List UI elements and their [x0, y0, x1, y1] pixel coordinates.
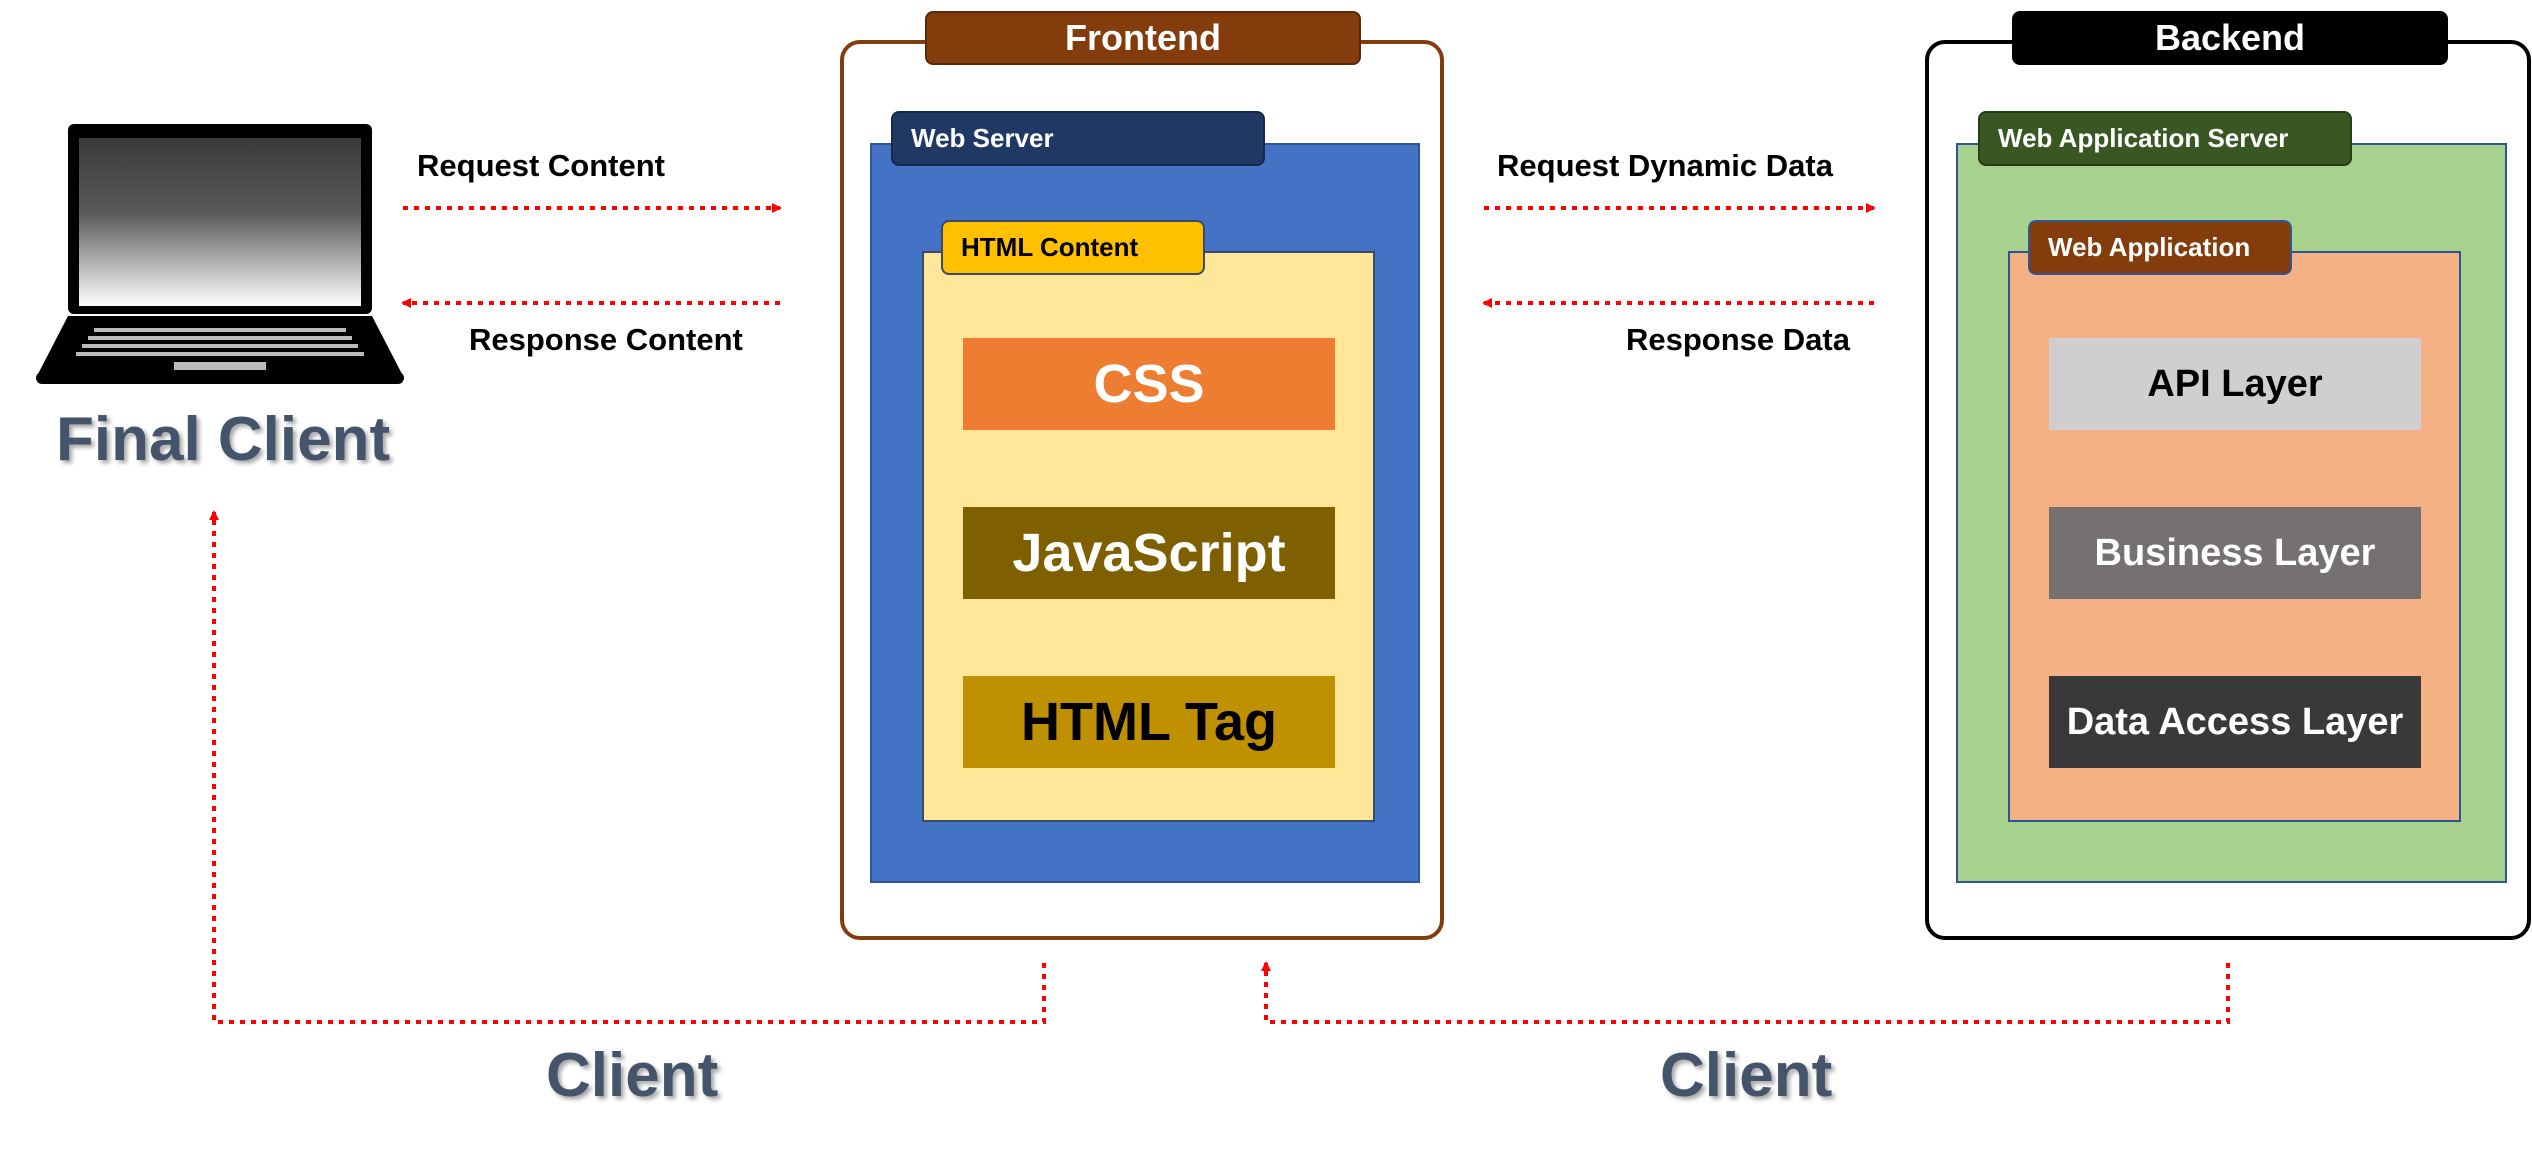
frontend-to-client-arrow	[209, 510, 1046, 1024]
client-label-right: Client	[1660, 1041, 1833, 1110]
request-dynamic-data-label: Request Dynamic Data	[1497, 148, 1833, 183]
api-layer-block: API Layer	[2049, 338, 2421, 430]
html-tag-block: HTML Tag	[963, 676, 1335, 768]
request-content-label: Request Content	[417, 148, 665, 183]
frontend-title: Frontend	[925, 11, 1361, 65]
response-content-label: Response Content	[469, 322, 743, 357]
data-access-layer-block: Data Access Layer	[2049, 676, 2421, 768]
javascript-block: JavaScript	[963, 507, 1335, 599]
client-label-left: Client	[546, 1041, 719, 1110]
final-client-title: Final Client	[56, 405, 391, 474]
backend-to-frontend-arrow	[1261, 961, 2230, 1024]
web-application-server-title: Web Application Server	[1978, 111, 2352, 166]
html-content-title: HTML Content	[941, 220, 1205, 275]
laptop-icon	[36, 124, 404, 384]
css-block: CSS	[963, 338, 1335, 430]
backend-title: Backend	[2012, 11, 2448, 65]
business-layer-block: Business Layer	[2049, 507, 2421, 599]
web-server-title: Web Server	[891, 111, 1265, 166]
web-application-title: Web Application	[2028, 220, 2292, 275]
response-data-label: Response Data	[1626, 322, 1850, 357]
